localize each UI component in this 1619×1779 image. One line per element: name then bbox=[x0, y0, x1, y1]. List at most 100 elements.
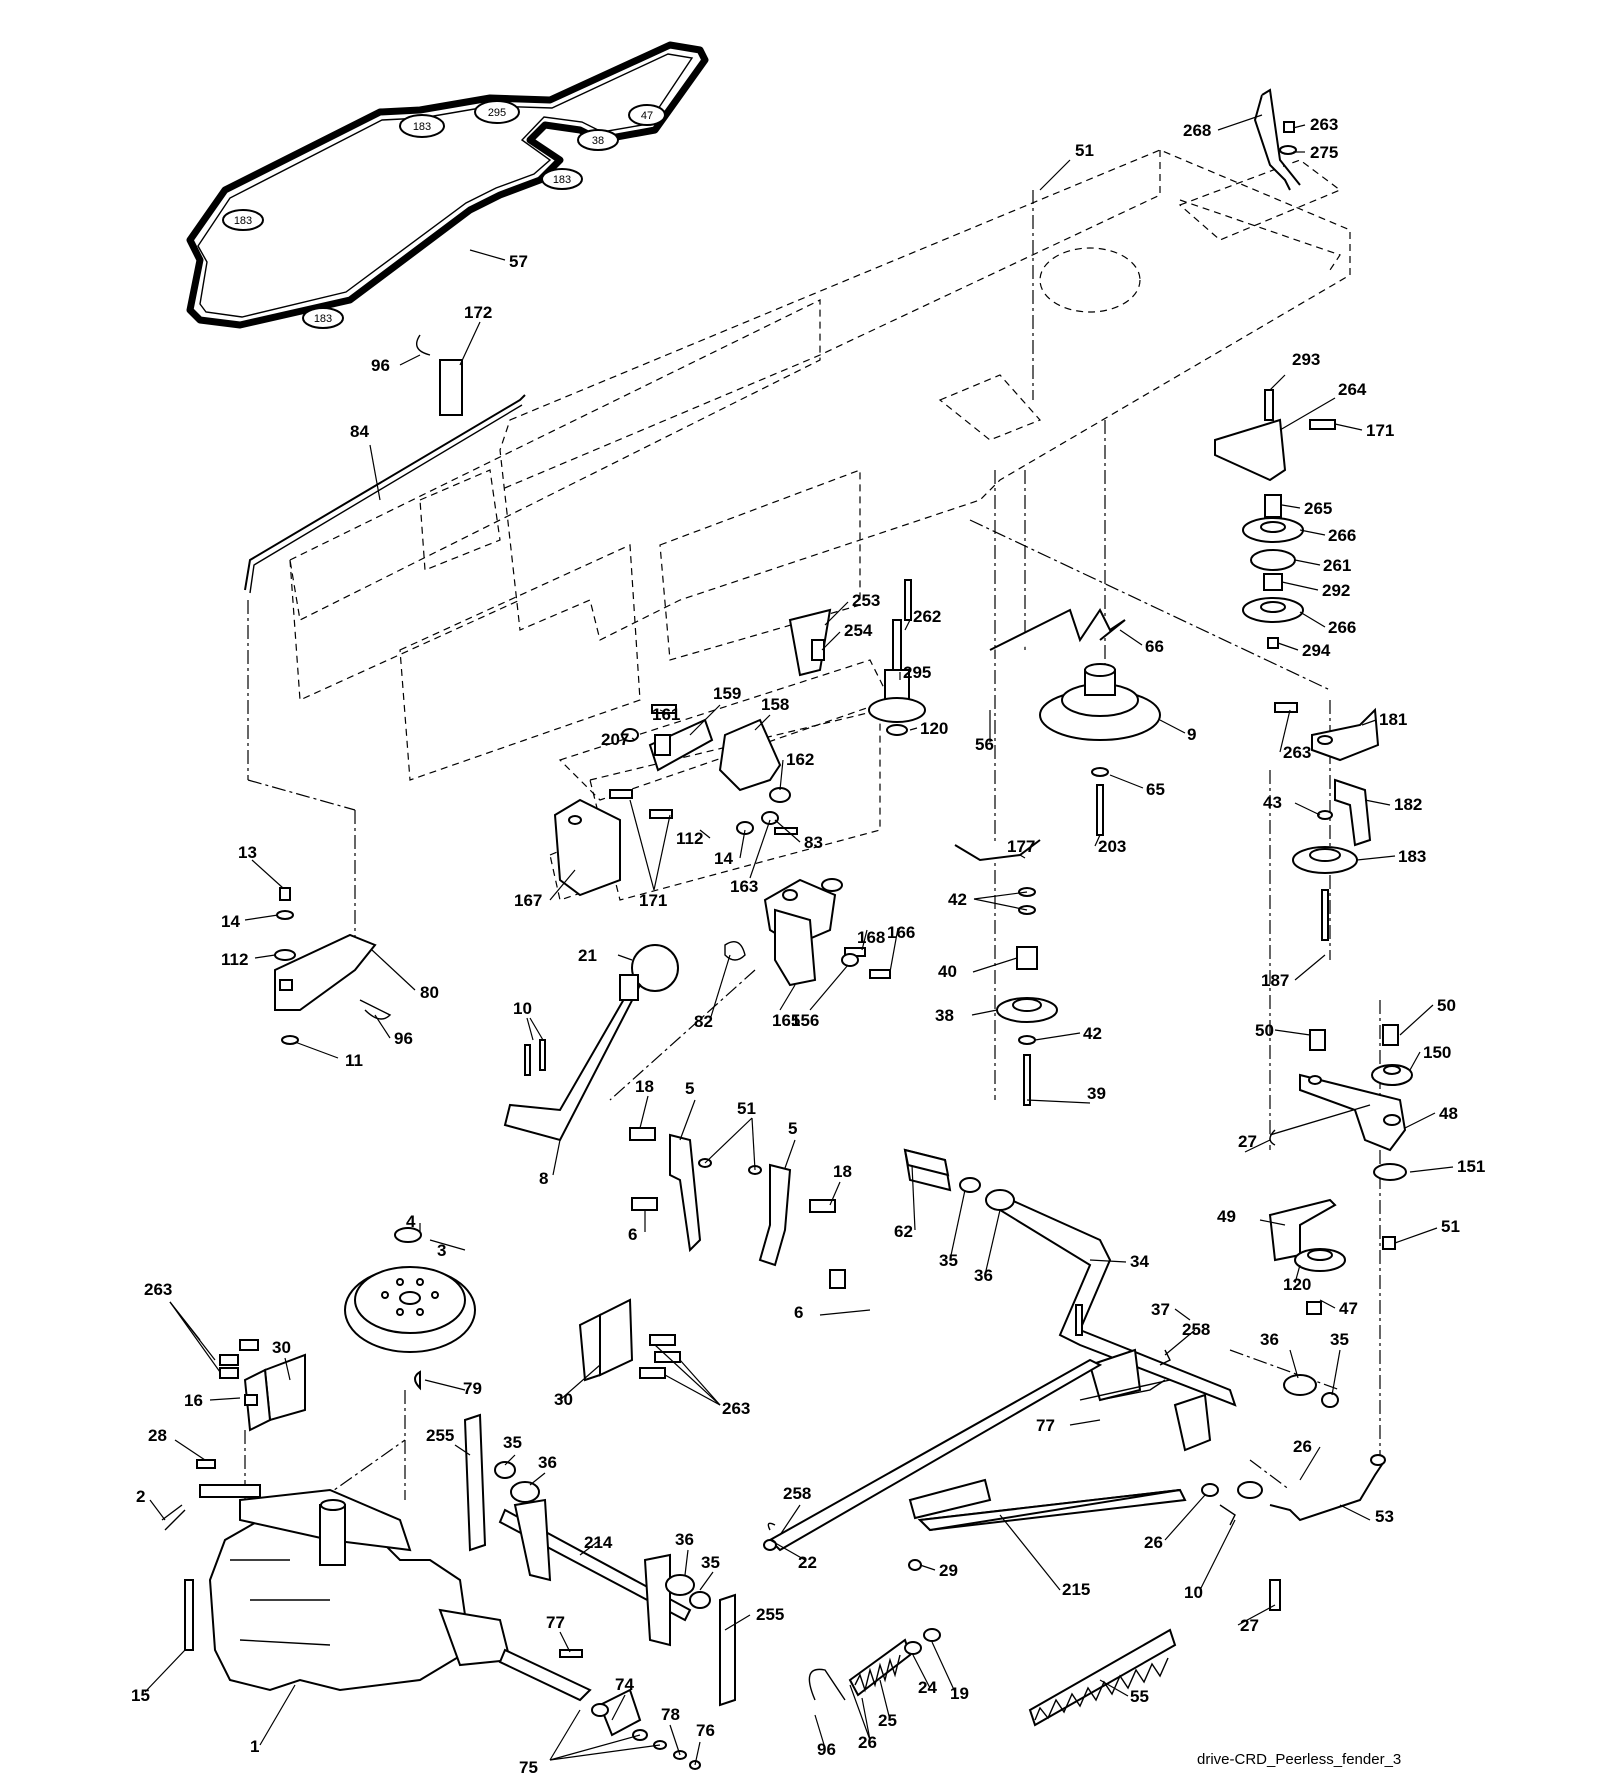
bracket-30-right bbox=[578, 1298, 681, 1382]
svg-text:78: 78 bbox=[661, 1705, 680, 1724]
svg-text:266: 266 bbox=[1328, 618, 1356, 637]
belt-pulley-295: 295 bbox=[474, 100, 520, 124]
tensioner-spring-268 bbox=[1253, 88, 1301, 191]
svg-text:96: 96 bbox=[394, 1029, 413, 1048]
svg-text:10: 10 bbox=[513, 999, 532, 1018]
svg-text:8: 8 bbox=[539, 1169, 548, 1188]
svg-text:263: 263 bbox=[1283, 743, 1311, 762]
svg-text:57: 57 bbox=[509, 252, 528, 271]
svg-text:258: 258 bbox=[783, 1484, 811, 1503]
svg-text:35: 35 bbox=[701, 1553, 720, 1572]
svg-text:11: 11 bbox=[345, 1051, 363, 1070]
svg-text:18: 18 bbox=[833, 1162, 852, 1181]
svg-text:40: 40 bbox=[938, 962, 957, 981]
svg-text:36: 36 bbox=[974, 1266, 993, 1285]
svg-text:47: 47 bbox=[641, 110, 653, 122]
svg-text:82: 82 bbox=[694, 1012, 713, 1031]
svg-text:183: 183 bbox=[234, 215, 252, 227]
belt-pulley-183-top: 183 bbox=[399, 114, 445, 138]
svg-text:161: 161 bbox=[652, 705, 680, 724]
svg-text:25: 25 bbox=[878, 1711, 897, 1730]
svg-text:183: 183 bbox=[553, 174, 571, 186]
spring-25 bbox=[848, 1638, 912, 1697]
svg-text:187: 187 bbox=[1261, 971, 1289, 990]
svg-text:120: 120 bbox=[1283, 1275, 1311, 1294]
svg-text:171: 171 bbox=[639, 891, 667, 910]
svg-text:43: 43 bbox=[1263, 793, 1282, 812]
bracket-159 bbox=[621, 704, 714, 772]
svg-text:14: 14 bbox=[714, 849, 733, 868]
svg-text:29: 29 bbox=[939, 1561, 958, 1580]
svg-text:26: 26 bbox=[1144, 1533, 1163, 1552]
pulley-295 bbox=[868, 619, 926, 736]
svg-text:162: 162 bbox=[786, 750, 814, 769]
svg-text:112: 112 bbox=[221, 950, 248, 969]
svg-text:168: 168 bbox=[857, 928, 885, 947]
svg-text:50: 50 bbox=[1437, 996, 1456, 1015]
svg-text:65: 65 bbox=[1146, 780, 1165, 799]
svg-text:42: 42 bbox=[1083, 1024, 1102, 1043]
svg-text:56: 56 bbox=[975, 735, 994, 754]
rod-28 bbox=[1079, 1379, 1171, 1401]
svg-text:166: 166 bbox=[887, 923, 915, 942]
svg-text:253: 253 bbox=[852, 591, 880, 610]
svg-text:75: 75 bbox=[519, 1758, 538, 1777]
svg-text:51: 51 bbox=[1075, 141, 1094, 160]
bar-255-right bbox=[665, 1574, 736, 1707]
svg-text:6: 6 bbox=[794, 1303, 803, 1322]
bushing-24 bbox=[904, 1641, 922, 1655]
belt-pulley-183-bottom: 183 bbox=[302, 307, 344, 329]
svg-text:35: 35 bbox=[503, 1433, 522, 1452]
svg-text:26: 26 bbox=[1293, 1437, 1312, 1456]
svg-text:18: 18 bbox=[635, 1077, 654, 1096]
svg-text:30: 30 bbox=[272, 1338, 291, 1357]
svg-text:77: 77 bbox=[546, 1613, 565, 1632]
idler-bracket-181 bbox=[1274, 702, 1380, 762]
linkage-rod-84 bbox=[244, 334, 526, 594]
chassis-frame bbox=[289, 149, 1351, 901]
svg-text:262: 262 bbox=[913, 607, 941, 626]
svg-text:48: 48 bbox=[1439, 1104, 1458, 1123]
svg-text:51: 51 bbox=[737, 1099, 756, 1118]
svg-text:177: 177 bbox=[1007, 837, 1035, 856]
spring-55 bbox=[1028, 1628, 1177, 1727]
bushing-19 bbox=[923, 1628, 941, 1642]
svg-text:255: 255 bbox=[756, 1605, 784, 1624]
svg-text:80: 80 bbox=[420, 983, 439, 1002]
svg-text:268: 268 bbox=[1183, 121, 1211, 140]
svg-text:165: 165 bbox=[772, 1011, 800, 1030]
shaft-34 bbox=[903, 1148, 1237, 1407]
belt-pulley-183-mid: 183 bbox=[541, 168, 583, 190]
svg-text:42: 42 bbox=[948, 890, 967, 909]
drive-belt-57 bbox=[186, 41, 709, 329]
svg-text:275: 275 bbox=[1310, 143, 1338, 162]
engine-pulley-9 bbox=[1039, 663, 1161, 836]
svg-text:47: 47 bbox=[1339, 1299, 1358, 1318]
svg-text:265: 265 bbox=[1304, 499, 1332, 518]
svg-text:15: 15 bbox=[131, 1686, 150, 1705]
svg-text:10: 10 bbox=[1184, 1583, 1203, 1602]
svg-text:263: 263 bbox=[144, 1280, 172, 1299]
svg-text:66: 66 bbox=[1145, 637, 1164, 656]
svg-text:293: 293 bbox=[1292, 350, 1320, 369]
svg-text:1: 1 bbox=[250, 1737, 259, 1756]
svg-text:30: 30 bbox=[554, 1390, 573, 1409]
svg-text:50: 50 bbox=[1255, 1021, 1274, 1040]
washers-36-35-right bbox=[1237, 1374, 1339, 1499]
svg-text:36: 36 bbox=[1260, 1330, 1279, 1349]
svg-text:183: 183 bbox=[314, 313, 332, 325]
svg-text:263: 263 bbox=[1310, 115, 1338, 134]
svg-text:13: 13 bbox=[238, 843, 257, 862]
rod-53 bbox=[1269, 1454, 1386, 1611]
svg-text:172: 172 bbox=[464, 303, 492, 322]
spacer-62 bbox=[903, 1148, 950, 1177]
svg-text:159: 159 bbox=[713, 684, 741, 703]
svg-text:19: 19 bbox=[950, 1684, 969, 1703]
svg-text:183: 183 bbox=[413, 121, 431, 133]
svg-text:38: 38 bbox=[592, 135, 604, 147]
svg-text:156: 156 bbox=[791, 1011, 819, 1030]
svg-text:183: 183 bbox=[1398, 847, 1426, 866]
bracket-158 bbox=[718, 718, 798, 835]
svg-text:26: 26 bbox=[858, 1733, 877, 1752]
svg-text:171: 171 bbox=[1366, 421, 1394, 440]
